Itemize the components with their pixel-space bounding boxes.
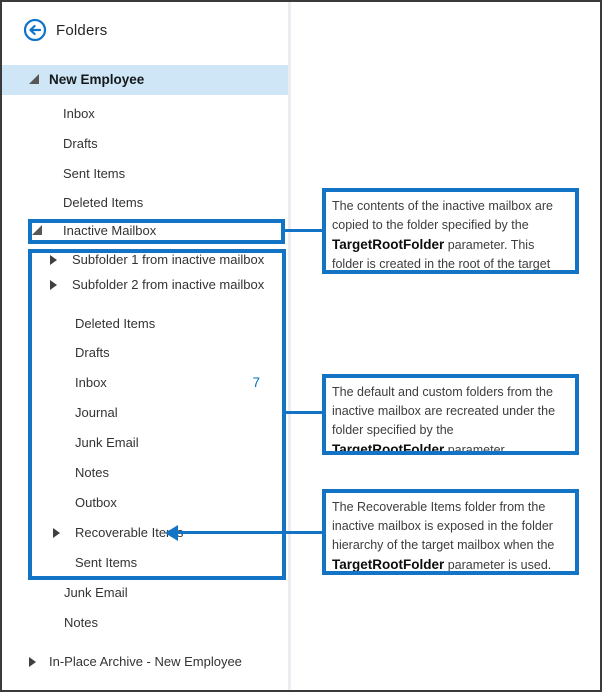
tree-item-new-employee[interactable]: New Employee (2, 65, 288, 95)
connector-line-2 (286, 411, 322, 414)
folder-label: Junk Email (64, 585, 128, 600)
folder-label: Deleted Items (75, 316, 156, 331)
callout-text: The contents of the inactive mailbox are… (332, 199, 553, 232)
collapse-icon[interactable] (50, 280, 57, 290)
callout-recreated-folders: The default and custom folders from the … (322, 374, 579, 455)
folder-pane-header: Folders (23, 17, 107, 43)
callout-bold-parameter: TargetRootFolder (332, 557, 445, 572)
expand-icon[interactable] (32, 225, 42, 235)
tree-item-notes[interactable]: Notes (2, 460, 288, 486)
tree-item-in-place-archive-new-employee[interactable]: In-Place Archive - New Employee (2, 649, 288, 675)
folder-label: In-Place Archive - New Employee (49, 654, 242, 669)
tree-item-deleted-items[interactable]: Deleted Items (2, 190, 288, 216)
tree-item-sent-items[interactable]: Sent Items (2, 161, 288, 187)
tree-item-notes[interactable]: Notes (2, 610, 288, 636)
connector-line-3 (177, 531, 322, 534)
pane-separator (288, 2, 291, 690)
back-button[interactable] (23, 18, 47, 42)
tree-item-drafts[interactable]: Drafts (2, 340, 288, 366)
tree-item-outbox[interactable]: Outbox (2, 490, 288, 516)
tree-item-inactive-mailbox[interactable]: Inactive Mailbox (2, 218, 288, 244)
folder-label: Sent Items (63, 166, 126, 181)
callout-recoverable-items: The Recoverable Items folder from the in… (322, 489, 579, 575)
folder-label: Inactive Mailbox (63, 223, 157, 238)
folder-label: Outbox (75, 495, 117, 510)
tree-item-subfolder-2-from-inactive-mailbox[interactable]: Subfolder 2 from inactive mailbox (2, 272, 288, 298)
callout-bold-parameter: TargetRootFolder (332, 442, 445, 455)
folder-label: Deleted Items (63, 195, 144, 210)
arrowhead-icon (165, 525, 178, 541)
callout-text: parameter. This folder is created in the… (332, 238, 551, 271)
tree-item-junk-email[interactable]: Junk Email (2, 580, 288, 606)
tree-item-inbox[interactable]: Inbox (2, 101, 288, 127)
tree-item-drafts[interactable]: Drafts (2, 131, 288, 157)
folder-label: Notes (64, 615, 98, 630)
collapse-icon[interactable] (53, 528, 60, 538)
tree-item-journal[interactable]: Journal (2, 400, 288, 426)
folder-label: Drafts (63, 136, 98, 151)
folder-label: Junk Email (75, 435, 139, 450)
folder-label: Sent Items (75, 555, 138, 570)
back-arrow-icon (23, 18, 47, 42)
tree-item-subfolder-1-from-inactive-mailbox[interactable]: Subfolder 1 from inactive mailbox (2, 247, 288, 273)
callout-text: The default and custom folders from the … (332, 385, 556, 437)
callout-text: The Recoverable Items folder from the in… (332, 500, 555, 552)
folder-label: Drafts (75, 345, 110, 360)
collapse-icon[interactable] (29, 657, 36, 667)
unread-count-badge: 7 (252, 375, 260, 390)
tree-item-junk-email[interactable]: Junk Email (2, 430, 288, 456)
tree-item-recoverable-items[interactable]: Recoverable Items (2, 520, 288, 546)
folder-label: Recoverable Items (75, 525, 184, 540)
callout-bold-parameter: TargetRootFolder (332, 237, 445, 252)
callout-text: parameter. (444, 443, 508, 455)
folder-label: Subfolder 1 from inactive mailbox (72, 252, 265, 267)
callout-text: parameter is used. (444, 558, 552, 572)
folder-label: Inbox (75, 375, 107, 390)
tree-item-inbox[interactable]: Inbox 7 (2, 370, 288, 396)
folder-label: New Employee (49, 72, 145, 87)
folder-label: Notes (75, 465, 109, 480)
folder-label: Journal (75, 405, 118, 420)
page-title: Folders (56, 21, 108, 39)
folder-label: Inbox (63, 106, 95, 121)
callout-target-root-folder: The contents of the inactive mailbox are… (322, 188, 579, 274)
connector-line-1 (285, 229, 322, 232)
expand-icon[interactable] (29, 74, 39, 84)
collapse-icon[interactable] (50, 255, 57, 265)
tree-item-sent-items[interactable]: Sent Items (2, 550, 288, 576)
tree-item-deleted-items[interactable]: Deleted Items (2, 311, 288, 337)
folder-label: Subfolder 2 from inactive mailbox (72, 277, 265, 292)
